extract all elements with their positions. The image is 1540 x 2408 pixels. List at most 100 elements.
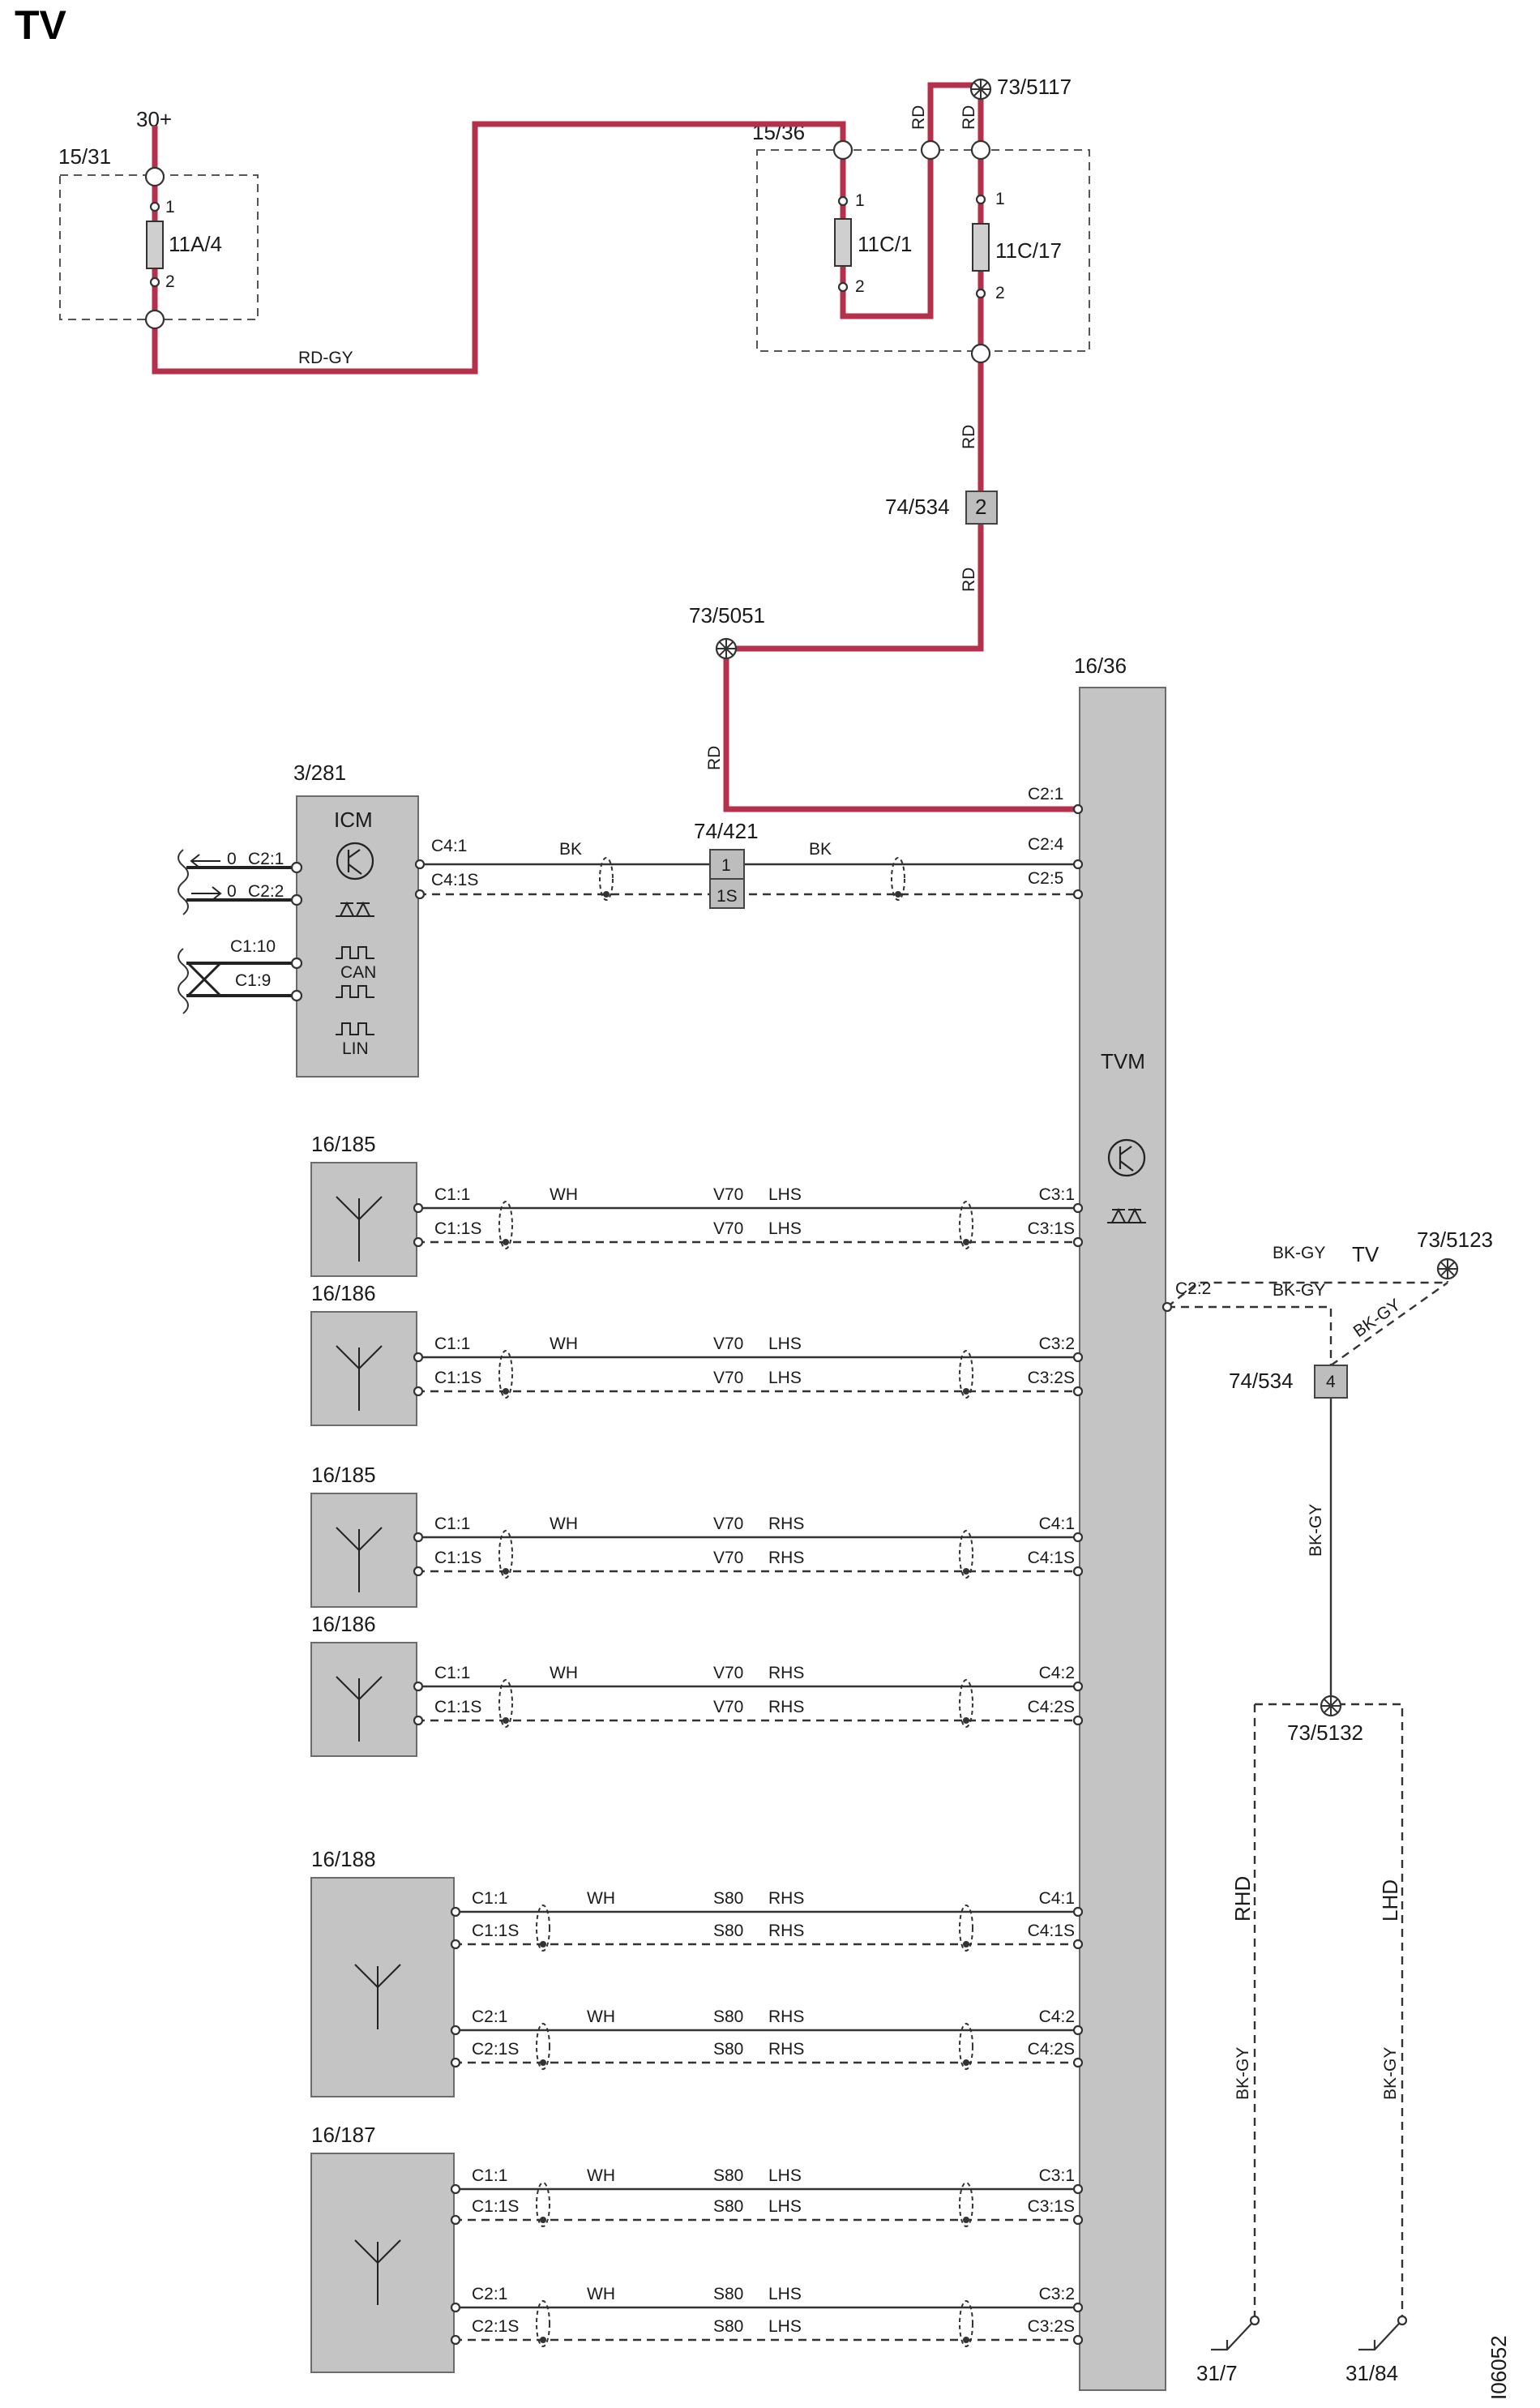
antenna-id: 16/188 [311,1847,376,1871]
wire-color-label: WH [587,2007,615,2026]
terminal [450,2214,461,2226]
vehicle-model: V70 [713,1369,743,1387]
terminal [1072,2183,1084,2195]
fuse-label: 11C/1 [858,232,912,256]
terminal [413,1236,424,1248]
wire-color-label: WH [587,2166,615,2185]
pin-number: 2 [855,277,865,296]
terminal-small [837,195,849,207]
pin-label: 0 [227,882,237,901]
shield-ground-dot [963,1717,969,1724]
page-title: TV [15,2,67,48]
pin-label: C2:1 [472,2007,507,2026]
shield-ground-dot [963,1941,969,1947]
shield-icon [498,1201,513,1249]
module-id: 3/281 [293,761,346,785]
splice-icon [969,78,992,101]
pin-label: C1:1 [472,2166,507,2185]
shield-icon [498,1350,513,1399]
antenna-icon [336,1676,383,1742]
terminal [144,166,165,187]
splice-label: 73/5132 [1287,1720,1363,1745]
vehicle-model: V70 [713,1664,743,1682]
terminal [1072,2302,1084,2313]
shield-ground-dot [963,1239,969,1245]
terminals [144,139,991,364]
wire-color-label: WH [550,1185,578,1204]
pin-label: C3:2 [1039,1335,1075,1353]
shield-ground-dot [963,2217,969,2223]
pin-label: C3:1S [1028,1219,1075,1238]
shield-ground-dot [540,2337,546,2343]
pin-label: C4:2 [1039,1664,1075,1682]
pin-label: C3:2 [1039,2285,1075,2303]
wire-color-label: BK-GY [1381,2047,1400,2100]
mount-side: RHS [768,1664,804,1682]
connector-label: 74/534 [1229,1369,1294,1393]
fuse-11c-1 [834,218,852,267]
pin-label: C2:1S [472,2040,519,2059]
vehicle-model: S80 [713,2166,743,2185]
wire-color-label: RD [909,105,928,130]
terminal [1072,2214,1084,2226]
diode-icon [1107,1207,1146,1223]
wire-color-label: RD [705,746,724,770]
mount-side: RHS [768,2007,804,2026]
vehicle-model: V70 [713,1549,743,1567]
vehicle-model: V70 [713,1219,743,1238]
antenna-id: 16/186 [311,1281,376,1305]
shield-icon [498,1530,513,1579]
pin-number: 2 [995,284,1005,302]
terminal [413,1202,424,1214]
terminal [413,1532,424,1543]
mount-side: LHS [768,2317,802,2336]
connector-pin: 1 [721,856,731,875]
terminal [1072,1715,1084,1726]
shield-ground-dot [540,2217,546,2223]
pin-label: C1:1S [434,1219,481,1238]
pin-label: 0 [227,850,237,868]
splice-icon [715,637,738,660]
pin-label: C1:1 [472,1889,507,1908]
vehicle-model: S80 [713,2040,743,2059]
terminal [1072,1681,1084,1692]
pin-label: C1:1 [434,1515,470,1533]
antenna-module [310,1162,417,1277]
splice-label: 73/5051 [689,603,765,628]
pin-label: C4:1S [431,871,478,889]
mount-side: RHS [768,1922,804,1940]
module-name: TVM [1101,1049,1145,1073]
transistor-icon [1107,1138,1146,1177]
mount-side: LHS [768,1185,802,1204]
splice-label: 73/5123 [1417,1228,1493,1252]
antenna-icon [336,1527,383,1592]
antenna-module [310,1311,417,1426]
tvm-pin-label: C2:4 [1028,835,1064,854]
fuse-11c-17 [972,223,990,272]
terminal-small [975,288,986,299]
terminal [450,1906,461,1917]
pin-label: C1:1 [434,1185,470,1204]
pin-label: C1:1S [434,1549,481,1567]
variant-label: RHD [1230,1876,1255,1922]
pin-label: C1:1S [472,2197,519,2216]
pin-label: C3:2S [1028,1369,1075,1387]
bus-label: CAN [340,963,376,982]
connector-pin: 2 [975,495,986,519]
vehicle-model: V70 [713,1698,743,1716]
terminal [290,861,303,874]
break-icon [178,849,189,915]
pin-label: C4:1 [431,837,467,855]
vehicle-model: V70 [713,1185,743,1204]
pin-label: C3:1 [1039,2166,1075,2185]
module-name: ICM [334,808,373,832]
terminal [413,1352,424,1363]
pin-label: C2:2 [248,882,284,901]
terminal [450,2302,461,2313]
